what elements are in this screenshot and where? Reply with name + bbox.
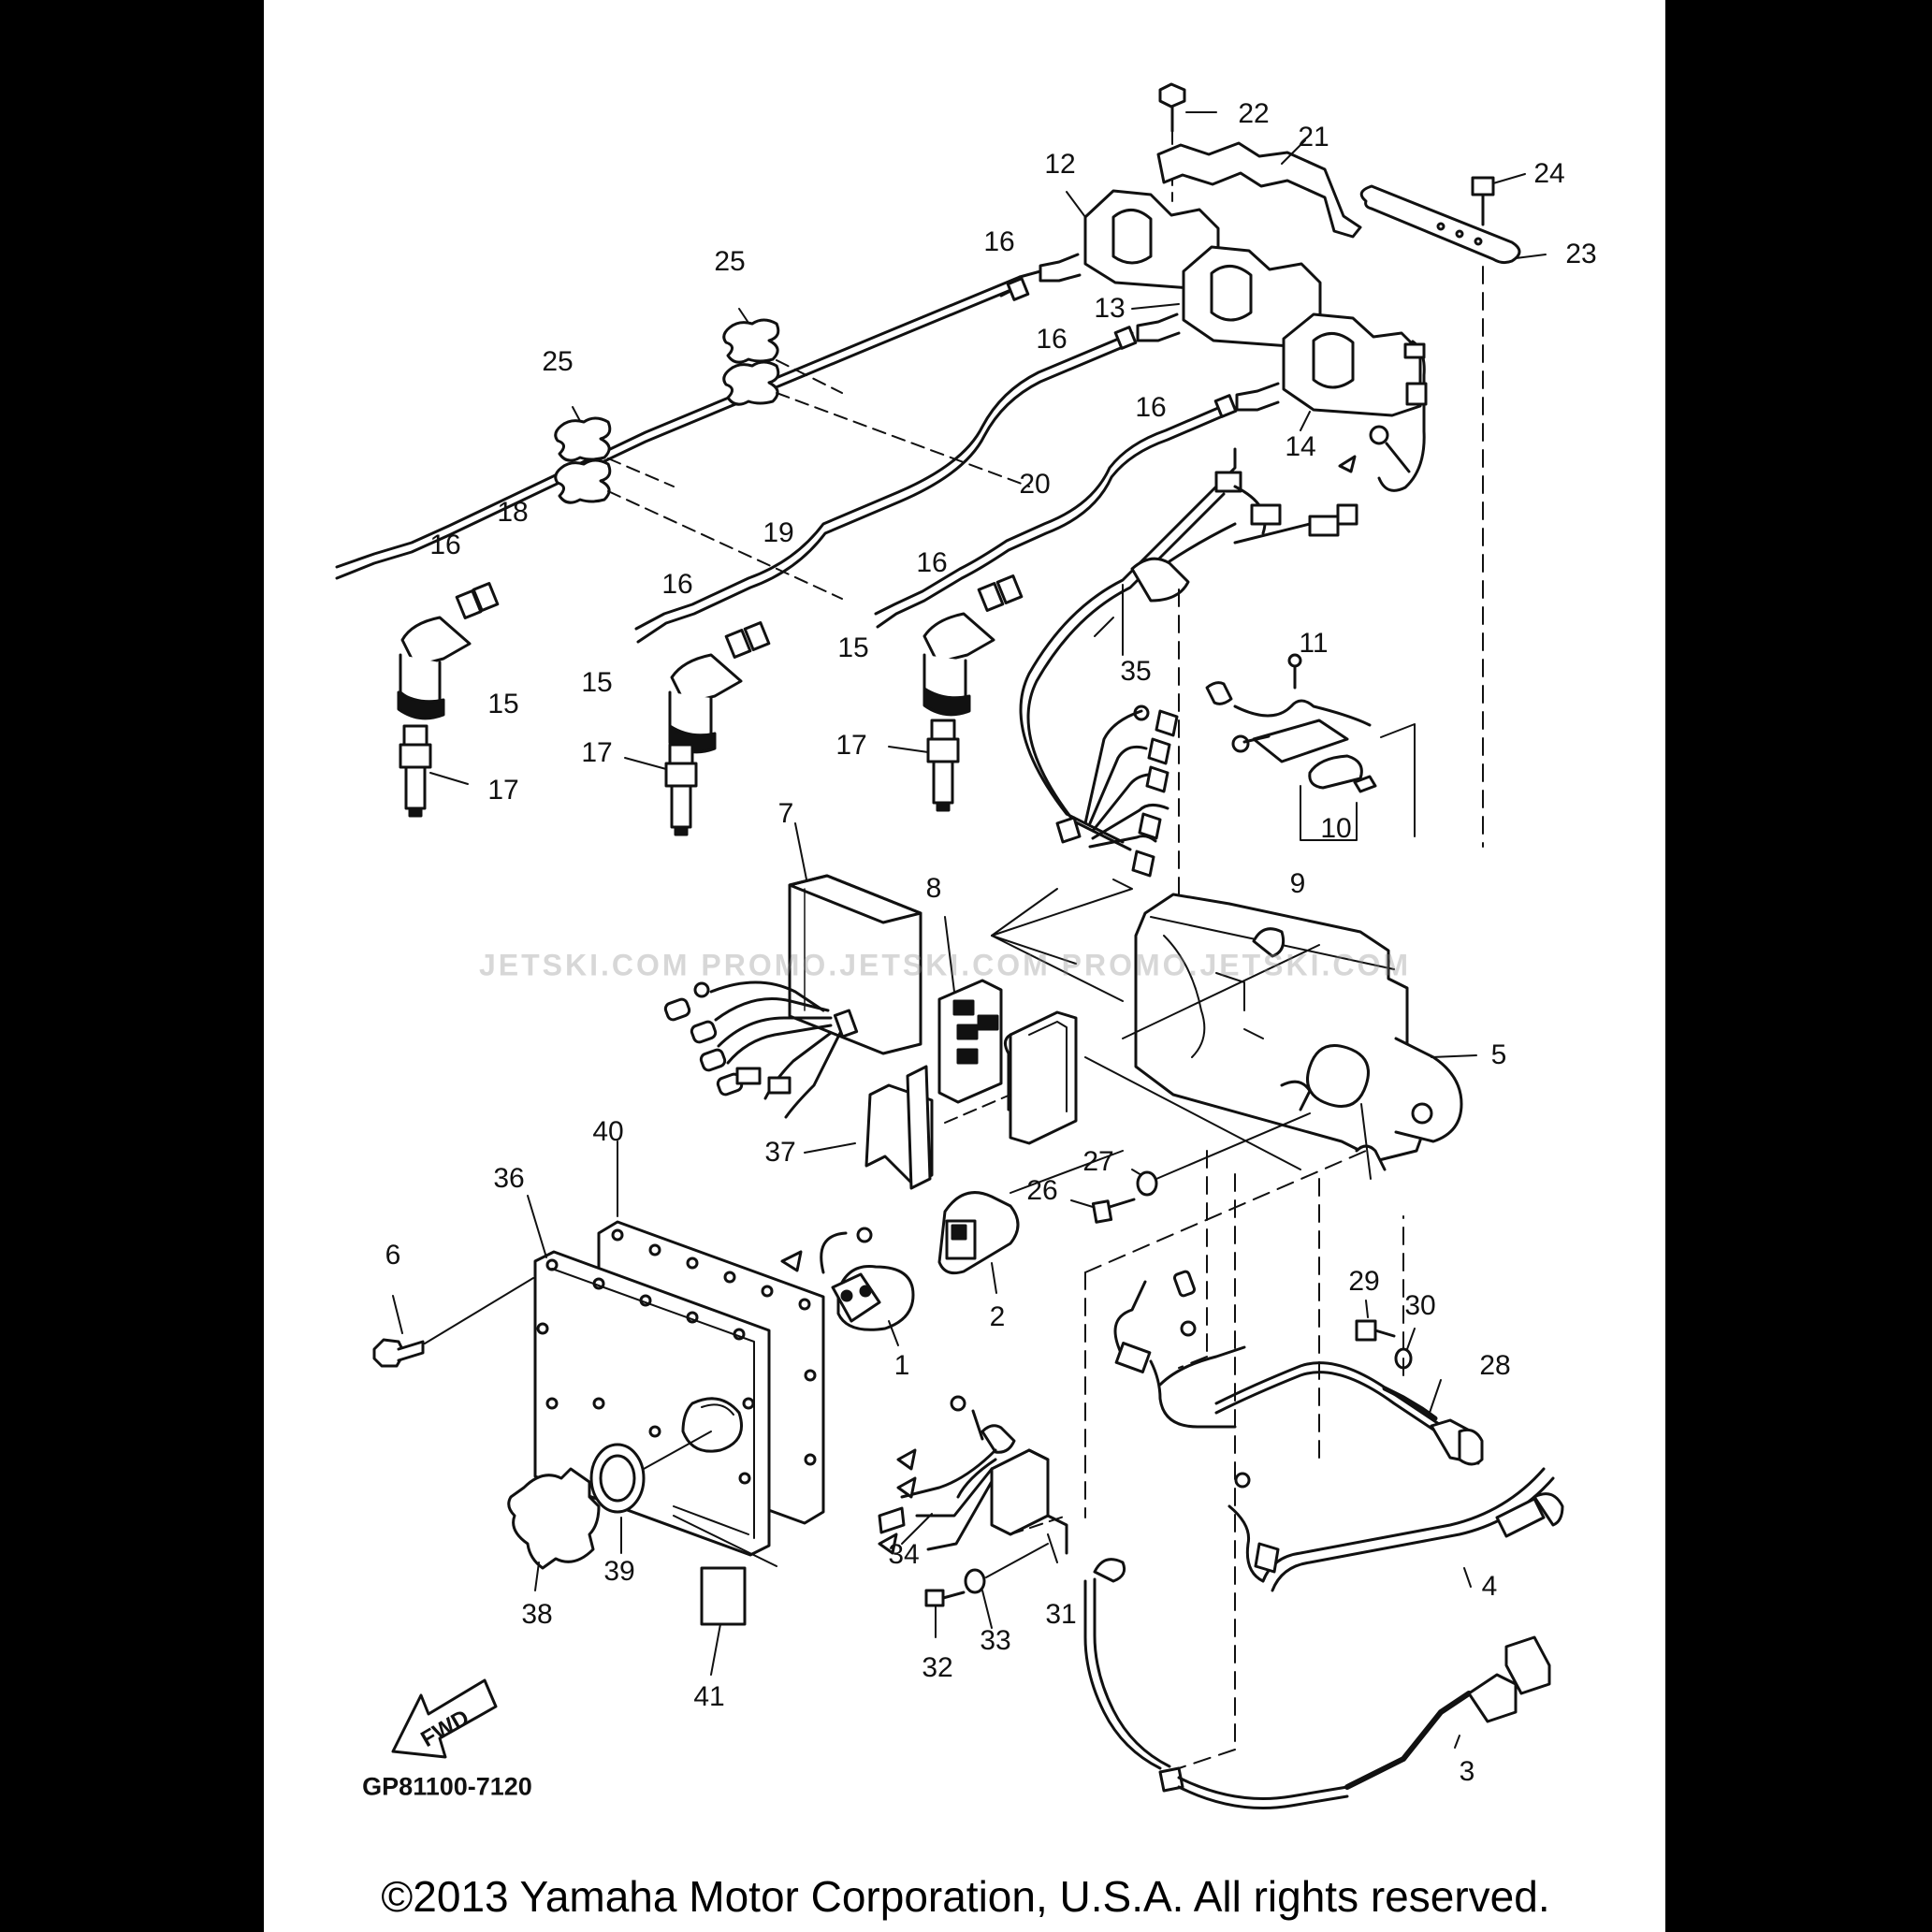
callout-8: 8 <box>925 873 942 904</box>
callout-26: 26 <box>1026 1175 1058 1206</box>
callout-11: 11 <box>1299 628 1329 659</box>
callout-5: 5 <box>1490 1039 1507 1070</box>
callout-37: 37 <box>764 1137 796 1168</box>
callout-24: 24 <box>1533 158 1565 189</box>
callout-34: 34 <box>888 1539 920 1570</box>
ignition-coil-12 <box>1018 189 1220 290</box>
callout-38: 38 <box>521 1599 553 1630</box>
label-41 <box>673 1515 777 1676</box>
callout-2: 2 <box>989 1301 1006 1332</box>
bracket-37 <box>804 1065 934 1190</box>
callout-30: 30 <box>1404 1290 1436 1321</box>
bolt-24 <box>1471 173 1526 226</box>
spark-plug-17b <box>624 743 698 836</box>
ht-lead-18 <box>335 275 1030 720</box>
callout-31: 31 <box>1045 1599 1077 1630</box>
pulser-unit-31 <box>990 1448 1068 1563</box>
starter-relay-cover <box>944 1010 1078 1145</box>
callout-23: 23 <box>1565 239 1597 269</box>
bolt-6 <box>372 1277 534 1368</box>
callout-15: 15 <box>581 667 613 698</box>
copyright-notice: ©2013 Yamaha Motor Corporation, U.S.A. A… <box>381 1872 1550 1921</box>
pulser-coil-34 <box>878 1395 1016 1555</box>
ht-lead-20 <box>874 394 1238 717</box>
grommet-25a <box>722 308 1030 487</box>
wire-harness-35 <box>991 447 1358 1002</box>
callout-22: 22 <box>1238 98 1270 129</box>
lead-4 <box>1227 1467 1564 1592</box>
clamp-21 <box>1156 139 1362 239</box>
bracket-23 <box>1359 184 1547 848</box>
callout-15: 15 <box>837 632 869 663</box>
callout-17: 17 <box>487 775 519 806</box>
washer-33 <box>964 1543 1049 1629</box>
cap-38 <box>507 1467 601 1591</box>
washer-27 <box>1131 1112 1311 1197</box>
callout-3: 3 <box>1459 1756 1475 1787</box>
callout-6: 6 <box>385 1240 401 1271</box>
diagram-sheet <box>264 0 1665 1932</box>
harness-lower-right <box>1113 1270 1484 1466</box>
cdi-unit-7 <box>663 822 922 1119</box>
callout-16: 16 <box>1036 324 1068 355</box>
callout-41: 41 <box>693 1681 725 1712</box>
spark-plug-17a <box>399 724 469 818</box>
callout-25: 25 <box>714 246 746 277</box>
callout-4: 4 <box>1481 1571 1498 1602</box>
callout-16: 16 <box>983 226 1015 257</box>
callout-16: 16 <box>1135 392 1167 423</box>
ignition-coil-13 <box>1131 245 1322 348</box>
callout-1: 1 <box>893 1350 910 1381</box>
callout-33: 33 <box>980 1625 1011 1656</box>
callout-29: 29 <box>1348 1266 1380 1297</box>
callout-16: 16 <box>916 547 948 578</box>
callout-20: 20 <box>1019 469 1051 500</box>
start-switch-1 <box>780 1227 915 1346</box>
callout-16: 16 <box>429 530 461 560</box>
ignition-coil-14 <box>1235 312 1428 492</box>
callout-17: 17 <box>835 730 867 761</box>
rectifier-8 <box>937 916 1003 1104</box>
bolt-32 <box>924 1589 966 1638</box>
callout-36: 36 <box>493 1163 525 1194</box>
relay-assembly-9 <box>1205 653 1416 841</box>
callout-15: 15 <box>487 689 519 719</box>
ht-lead-19 <box>634 326 1138 754</box>
callout-19: 19 <box>763 517 794 548</box>
callout-32: 32 <box>922 1652 953 1683</box>
leader-lines <box>1084 1150 1404 1769</box>
fwd-arrow <box>391 1678 498 1759</box>
watermark: JETSKI.COM PROMO.JETSKI.COM PROMO.JETSKI… <box>478 948 1412 982</box>
grommet-25b <box>554 406 843 600</box>
switch-2 <box>937 1150 1124 1294</box>
lead-3 <box>1083 1558 1551 1809</box>
callout-16: 16 <box>661 569 693 600</box>
callout-21: 21 <box>1298 122 1329 153</box>
callout-25: 25 <box>542 346 574 377</box>
spark-plug-17c <box>888 719 960 812</box>
seal-39 <box>589 1431 712 1554</box>
callout-14: 14 <box>1285 431 1316 462</box>
callout-7: 7 <box>777 798 794 829</box>
washer-30 <box>1394 1328 1416 1370</box>
bolt-29 <box>1355 1300 1396 1342</box>
callout-39: 39 <box>603 1556 635 1587</box>
callout-40: 40 <box>592 1116 624 1147</box>
callout-10: 10 <box>1320 813 1352 844</box>
callout-12: 12 <box>1044 149 1076 180</box>
bolt-22 <box>1158 82 1217 202</box>
callout-9: 9 <box>1289 868 1306 899</box>
bolt-26 <box>1070 1198 1136 1224</box>
electrical-box-5 <box>991 879 1477 1180</box>
callout-17: 17 <box>581 737 613 768</box>
drawing-code: GP81100-7120 <box>362 1772 532 1801</box>
callout-35: 35 <box>1120 656 1152 687</box>
callout-13: 13 <box>1094 293 1126 324</box>
callout-27: 27 <box>1082 1146 1114 1177</box>
callout-28: 28 <box>1479 1350 1511 1381</box>
callout-18: 18 <box>497 497 529 528</box>
